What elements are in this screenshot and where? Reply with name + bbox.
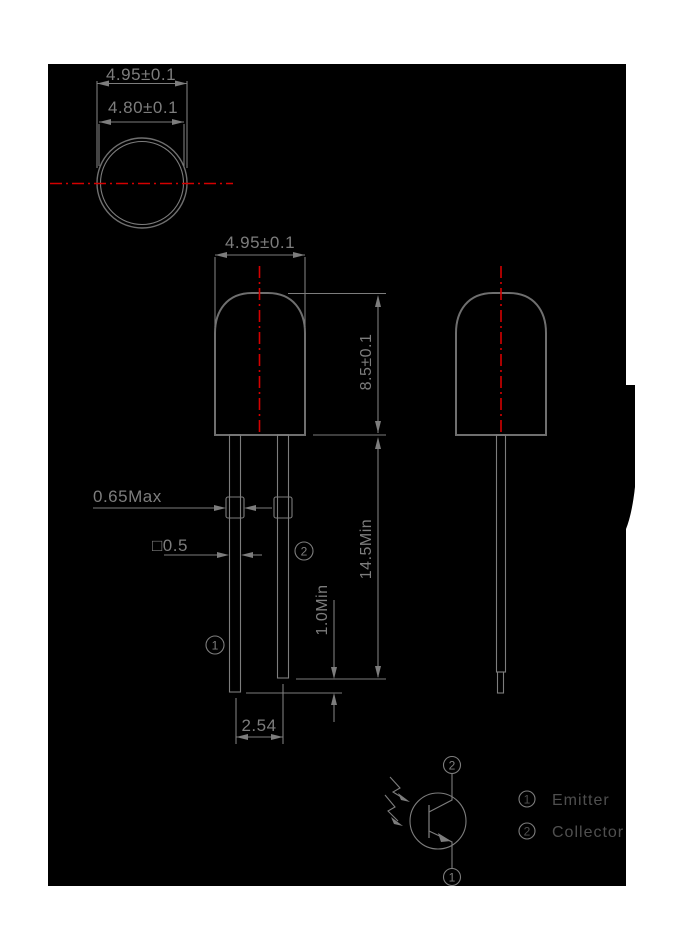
front-body-outline	[214, 292, 306, 436]
dim-body-height-text: 8.5±0.1	[358, 334, 375, 391]
legend-pin2-number: 2	[524, 825, 531, 839]
arrowhead	[391, 817, 403, 826]
dim-tip-offset-text: 1.0Min	[314, 584, 331, 635]
arrowhead	[331, 693, 337, 705]
transistor-circle	[409, 792, 467, 850]
arrowhead	[214, 505, 226, 511]
arrowhead	[99, 119, 111, 125]
schematic-pin2-circle	[442, 755, 462, 775]
emitter-arrowhead	[438, 833, 451, 842]
arrowhead	[172, 119, 184, 125]
canvas-edge-bump	[626, 385, 635, 529]
arrowhead	[175, 80, 187, 87]
arrowhead	[244, 505, 256, 511]
dim-lead-length-text: 14.5Min	[358, 519, 375, 579]
pin1-callout-number: 1	[212, 639, 219, 653]
standoff-right	[273, 496, 293, 519]
collector-lead-line	[428, 773, 453, 813]
schematic-pin1-circle	[442, 867, 462, 887]
light-arrow-2	[384, 794, 399, 822]
legend-pin1-label: Emitter	[552, 792, 610, 809]
top-view: 4.95±0.1 4.80±0.1	[50, 65, 233, 229]
schematic-symbol: 2 1	[384, 755, 467, 887]
arrowhead	[375, 295, 381, 307]
front-view: 4.95±0.1 0.65Max □0.5 2 1	[93, 233, 386, 744]
side-view	[455, 266, 547, 694]
dim-front-width-text: 4.95±0.1	[225, 233, 295, 252]
arrowhead	[331, 667, 337, 679]
arrowhead	[241, 552, 253, 558]
pin1-callout-circle	[205, 635, 225, 655]
pin2-callout-number: 2	[301, 545, 308, 559]
pin-legend: 1 Emitter 2 Collector	[518, 790, 624, 841]
arrowhead	[375, 437, 381, 449]
standoff-left	[225, 496, 245, 519]
dim-outer-diameter-text: 4.95±0.1	[106, 65, 176, 84]
pin2-callout-circle	[294, 541, 314, 561]
legend-pin2-circle	[518, 822, 536, 840]
lead-right	[276, 434, 290, 679]
arrowhead	[375, 421, 381, 433]
arrowhead	[217, 552, 229, 558]
side-body-outline	[455, 292, 547, 436]
arrowhead	[293, 252, 305, 258]
legend-pin1-number: 1	[524, 793, 531, 807]
dim-standoff-width-text: 0.65Max	[93, 487, 162, 506]
arrowhead	[375, 666, 381, 678]
arrowhead	[215, 252, 227, 258]
drawing-canvas	[48, 64, 626, 886]
dim-pitch-text: 2.54	[241, 716, 276, 735]
legend-pin1-circle	[518, 790, 536, 808]
arrowhead	[236, 734, 248, 740]
dim-inner-diameter-text: 4.80±0.1	[108, 98, 178, 117]
dim-lead-section-text: □0.5	[152, 536, 188, 555]
lead-left	[228, 434, 242, 693]
legend-pin2-label: Collector	[552, 824, 624, 841]
arrowhead	[398, 793, 410, 802]
arrowhead	[97, 80, 109, 87]
schematic-pin2-number: 2	[449, 759, 456, 773]
arrowhead	[271, 734, 283, 740]
side-lead-tip	[496, 671, 505, 694]
schematic-pin1-number: 1	[449, 871, 456, 885]
